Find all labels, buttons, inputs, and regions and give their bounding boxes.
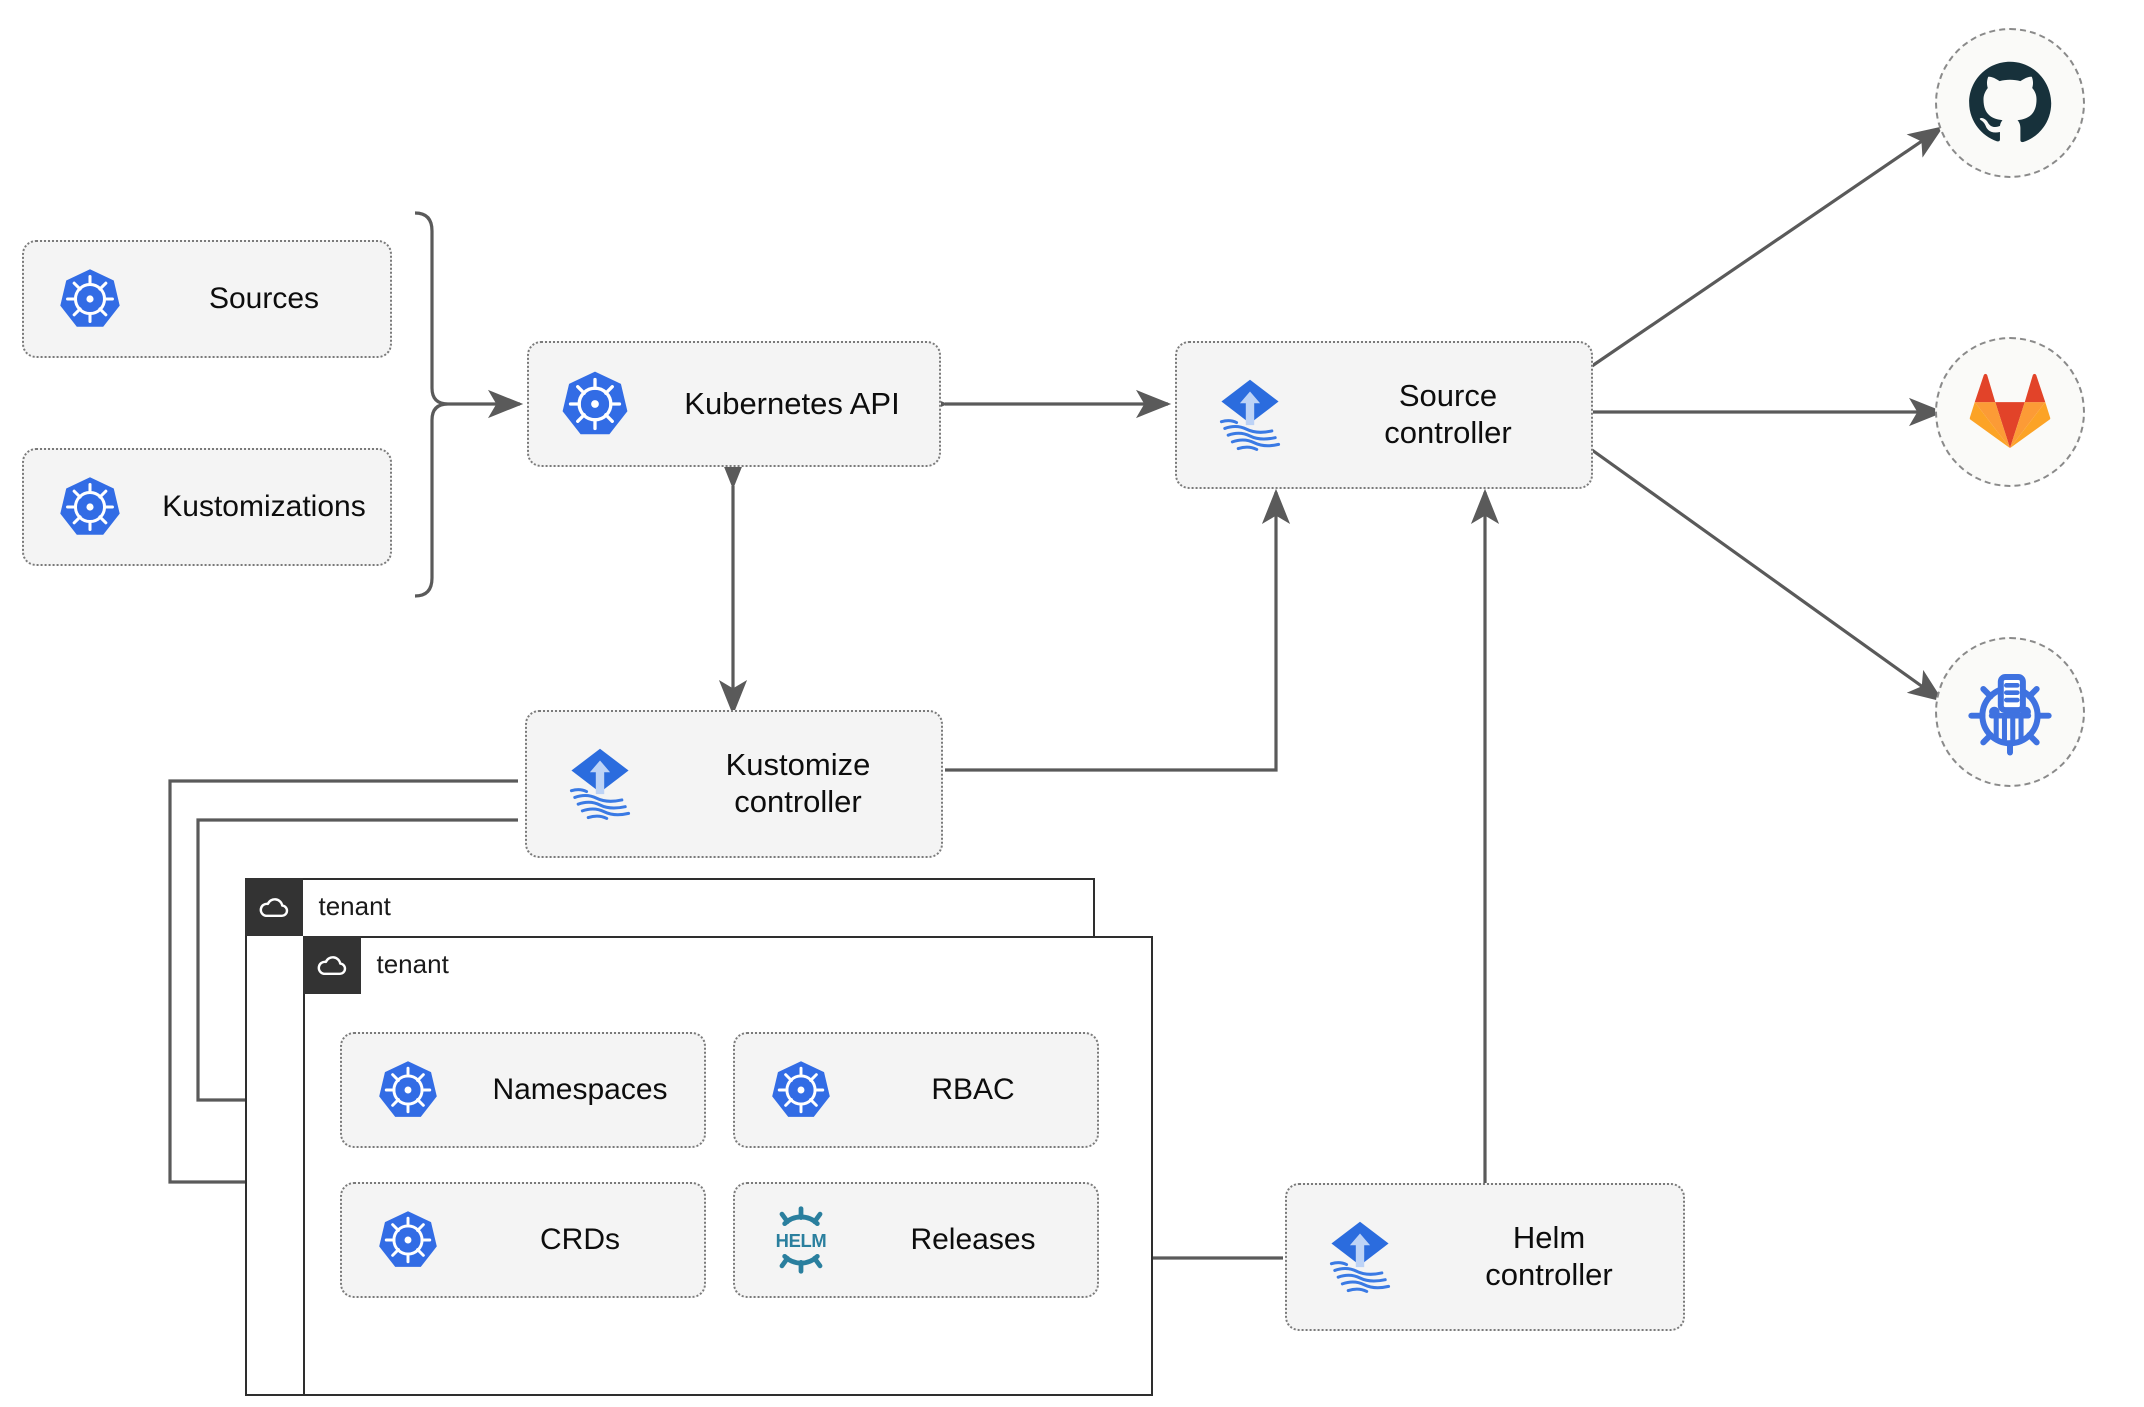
tenant-header-inner: tenant (302, 935, 449, 994)
svg-text:HELM: HELM (776, 1230, 827, 1251)
github-icon (1969, 61, 2052, 143)
helm-registry-icon (1968, 674, 2052, 756)
node-kustomize-controller[interactable]: Kustomize controller (525, 710, 943, 858)
tenant-label-inner: tenant (376, 949, 449, 979)
kubernetes-icon (42, 266, 138, 332)
node-namespaces[interactable]: Namespaces (340, 1032, 706, 1148)
node-sources[interactable]: Sources (22, 240, 392, 358)
external-helm-registry[interactable] (1935, 637, 2085, 787)
node-crds[interactable]: CRDs (340, 1182, 706, 1298)
tenant-label-outer: tenant (318, 891, 391, 921)
gitlab-icon (1969, 373, 2051, 449)
node-kubernetes-api[interactable]: Kubernetes API (527, 341, 941, 467)
kubernetes-icon (42, 474, 138, 540)
kubernetes-icon (545, 368, 645, 440)
node-releases[interactable]: HELM Releases (733, 1182, 1099, 1298)
cloud-icon (302, 935, 361, 994)
tenant-frame-inner: tenant (302, 935, 1153, 1396)
node-label: Sources (208, 282, 320, 316)
flux-icon (1305, 1215, 1415, 1299)
external-gitlab[interactable] (1935, 337, 2085, 487)
node-label: Kustomize controller (725, 747, 871, 819)
node-label: RBAC (931, 1073, 1015, 1107)
tenant-header-outer: tenant (244, 877, 391, 936)
node-kustomizations[interactable]: Kustomizations (22, 448, 392, 566)
cloud-icon (244, 877, 303, 936)
node-label: Helm controller (1485, 1220, 1613, 1292)
node-label: Kustomizations (162, 490, 366, 524)
node-helm-controller[interactable]: Helm controller (1285, 1183, 1685, 1331)
node-label: CRDs (540, 1223, 620, 1257)
wire-source-registry (1591, 448, 1944, 702)
flux-icon (1195, 373, 1305, 457)
flux-icon (545, 742, 655, 826)
group-brace (414, 211, 449, 598)
kubernetes-icon (360, 1208, 456, 1272)
wire-source-github (1591, 126, 1944, 368)
wire-kustomize-to-source (945, 488, 1291, 772)
node-source-controller[interactable]: Source controller (1175, 341, 1593, 489)
node-label: Namespaces (492, 1073, 668, 1107)
helm-icon: HELM (753, 1206, 849, 1274)
external-github[interactable] (1935, 28, 2085, 178)
node-label: Source controller (1384, 378, 1512, 450)
kubernetes-icon (360, 1058, 456, 1122)
node-label: Kubernetes API (684, 385, 900, 421)
node-rbac[interactable]: RBAC (733, 1032, 1099, 1148)
node-label: Releases (910, 1223, 1036, 1257)
kubernetes-icon (753, 1058, 849, 1122)
